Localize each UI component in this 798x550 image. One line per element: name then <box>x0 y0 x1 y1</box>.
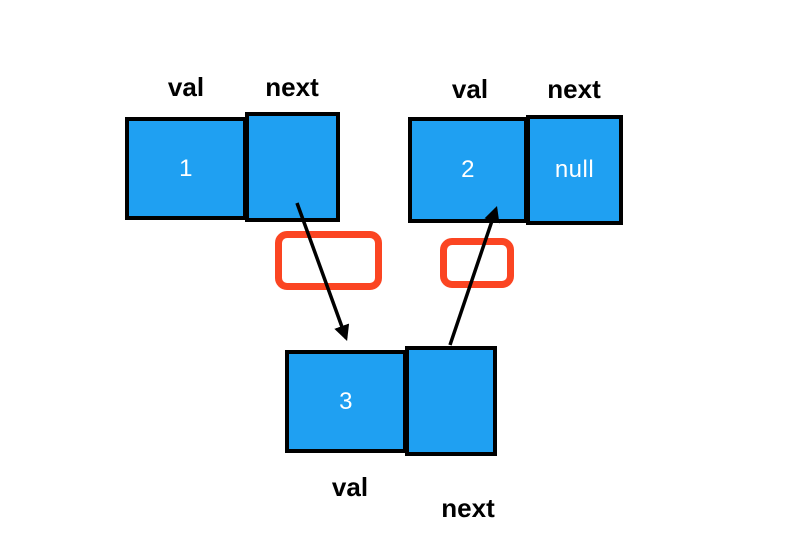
node-3-val-text: 3 <box>339 387 353 415</box>
node-2-next-text: null <box>554 156 595 183</box>
node-3-val-label: val <box>331 472 369 502</box>
node-3-next-cell <box>405 346 497 456</box>
node-2-val-cell: 2 <box>408 117 528 223</box>
node-1-next-label: next <box>265 72 319 102</box>
node-3-next-label: next <box>441 493 495 523</box>
pointer-highlight-left <box>275 231 382 290</box>
node-2-next-cell: null <box>526 115 623 225</box>
node-2-val-text: 2 <box>461 156 475 183</box>
node-2-next-label: next <box>547 74 601 104</box>
pointer-highlight-right <box>440 238 514 288</box>
node-1-val-label: val <box>167 72 205 102</box>
node-1-val-cell: 1 <box>125 117 247 220</box>
node-1-next-cell <box>245 112 340 222</box>
node-3-val-cell: 3 <box>285 350 407 453</box>
node-1-val-text: 1 <box>179 154 193 182</box>
node-2-val-label: val <box>451 74 489 104</box>
